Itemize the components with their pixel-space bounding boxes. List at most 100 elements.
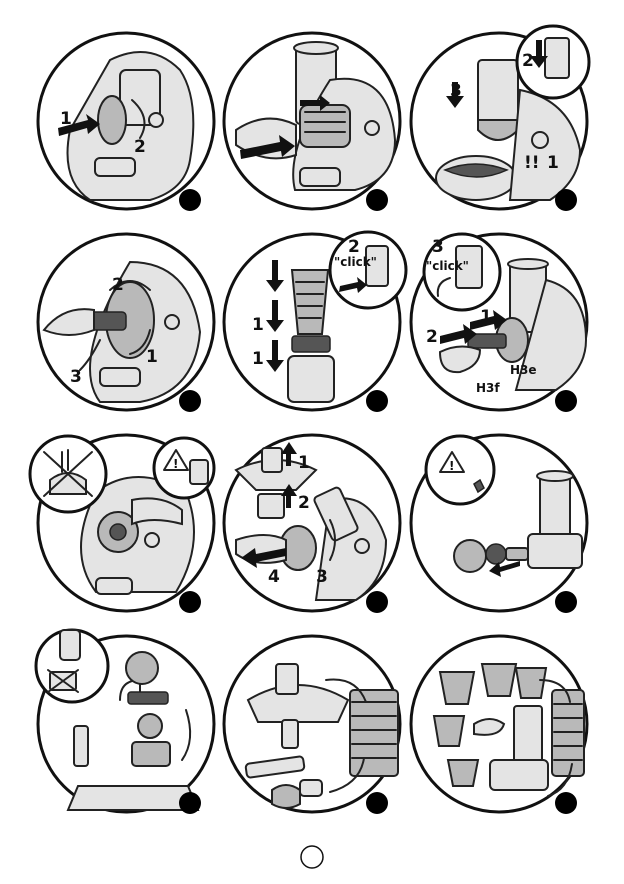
page-number bbox=[300, 845, 324, 869]
label-1: 1 bbox=[547, 153, 559, 173]
grater-drum-4 bbox=[432, 715, 466, 747]
label-1b: 1 bbox=[252, 349, 264, 369]
switch-panel bbox=[299, 167, 341, 187]
store-arrow-bottom bbox=[547, 763, 573, 797]
drum-housing bbox=[287, 355, 335, 403]
arrow-2 bbox=[530, 40, 548, 68]
head-tube bbox=[131, 741, 171, 767]
step-badge bbox=[555, 792, 577, 814]
pusher bbox=[438, 345, 482, 374]
storage-compartment bbox=[349, 689, 399, 777]
warning-triangle-icon bbox=[439, 451, 465, 473]
feed-tray bbox=[246, 684, 350, 723]
step-badge bbox=[555, 591, 577, 613]
head-housing bbox=[119, 69, 161, 126]
step-panel-3: 3 !! 1 2 bbox=[409, 24, 591, 211]
label-3: 3 bbox=[316, 567, 328, 587]
label-3: 3 bbox=[70, 367, 82, 387]
arrow-1 bbox=[58, 114, 100, 136]
pusher bbox=[73, 725, 89, 767]
insert-arrow bbox=[240, 135, 295, 159]
feed-tube-rim bbox=[507, 258, 549, 270]
inset-arrow-curve bbox=[436, 277, 451, 297]
step-panel-11 bbox=[222, 634, 402, 814]
label-h3e: H3e bbox=[510, 363, 537, 377]
spacer bbox=[299, 779, 323, 797]
drum-holder bbox=[291, 335, 331, 353]
arrow-3-curve bbox=[79, 339, 101, 371]
label-1a: 1 bbox=[252, 315, 264, 335]
warning-triangle-icon bbox=[163, 449, 189, 471]
drum-housing bbox=[489, 759, 549, 791]
label-click: "click" bbox=[426, 259, 469, 273]
step-badge bbox=[555, 189, 577, 211]
down-arrow-1c bbox=[266, 340, 284, 372]
feed-tube bbox=[539, 473, 571, 537]
screw bbox=[505, 547, 529, 561]
release-button bbox=[531, 131, 549, 149]
down-arrow-1b bbox=[266, 300, 284, 332]
step-badge bbox=[366, 792, 388, 814]
release-button bbox=[148, 112, 164, 128]
release-button bbox=[364, 120, 380, 136]
head-tube bbox=[97, 95, 127, 145]
switch-panel bbox=[95, 577, 133, 595]
step-badge bbox=[179, 189, 201, 211]
bowl bbox=[435, 155, 517, 201]
label-2: 2 bbox=[348, 237, 360, 257]
remove-arrow bbox=[489, 561, 520, 577]
step-badge bbox=[366, 591, 388, 613]
head-tube bbox=[313, 486, 359, 542]
minced-food bbox=[443, 163, 509, 178]
inset-housing bbox=[365, 245, 389, 287]
step-panel-4: 2 1 3 bbox=[36, 232, 216, 412]
storage-slots bbox=[553, 703, 583, 761]
step-panel-2 bbox=[222, 31, 402, 211]
storage-slots bbox=[351, 701, 397, 759]
step-panel-8: 1 2 4 3 bbox=[222, 433, 402, 613]
warning-mark: ! bbox=[449, 459, 454, 473]
feed-tube-rim bbox=[536, 470, 574, 482]
grater-drum-3 bbox=[514, 667, 548, 699]
step-panel-12 bbox=[409, 634, 589, 814]
inset-housing bbox=[455, 245, 483, 289]
step-panel-1: 1 2 bbox=[36, 31, 216, 211]
step-panel-5: 1 1 2 "click" bbox=[222, 230, 408, 412]
step-badge bbox=[366, 189, 388, 211]
step-badge bbox=[555, 390, 577, 412]
motor-body bbox=[514, 278, 588, 391]
hand bbox=[42, 308, 95, 336]
step-badge bbox=[179, 591, 201, 613]
step-panel-6: 2 1 H3e H3f 3 "click" bbox=[409, 232, 589, 412]
label-2: 2 bbox=[134, 137, 146, 157]
label-h3f: H3f bbox=[476, 381, 500, 395]
store-arrow-top bbox=[325, 678, 367, 703]
detergent-bottle bbox=[59, 629, 81, 661]
ring-nut bbox=[453, 539, 487, 573]
insert-arrow-2 bbox=[300, 95, 330, 111]
no-water-cross bbox=[43, 451, 93, 497]
release-button bbox=[354, 538, 370, 554]
grater-drum-1 bbox=[438, 671, 476, 705]
label-3: 3 bbox=[450, 81, 462, 101]
socket-icon bbox=[189, 459, 209, 485]
pusher bbox=[261, 447, 283, 473]
arrow-1-curve bbox=[129, 329, 151, 355]
up-arrow-1 bbox=[281, 442, 297, 466]
cutter-blade bbox=[485, 543, 507, 565]
screw-threads bbox=[304, 111, 346, 133]
kebbe-cone bbox=[271, 784, 301, 809]
inset-tube bbox=[544, 37, 570, 79]
label-warn: !! bbox=[524, 153, 540, 173]
flow-arrow bbox=[181, 709, 192, 761]
label-1: 1 bbox=[480, 307, 492, 327]
no-dishwasher-cross bbox=[47, 669, 79, 693]
down-arrow-1a bbox=[266, 260, 284, 292]
arrow-3 bbox=[446, 82, 464, 108]
label-click: "click" bbox=[334, 255, 377, 269]
label-2: 2 bbox=[426, 327, 438, 347]
arrow-1 bbox=[470, 310, 507, 330]
grater-drum bbox=[290, 269, 330, 335]
switch-panel bbox=[94, 157, 136, 177]
